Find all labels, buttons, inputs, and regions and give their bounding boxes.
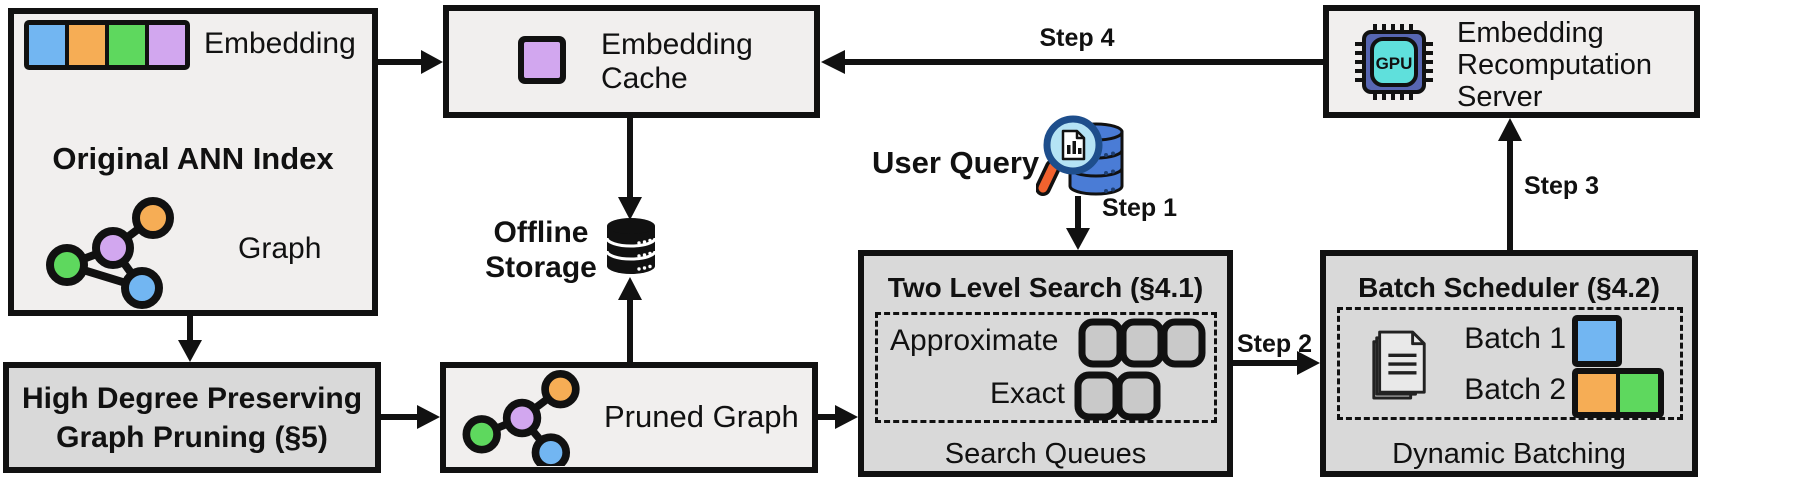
batch1-embedding-icon [1572,315,1622,367]
batch1-label: Batch 1 [1464,322,1566,355]
user-query-label: User Query [872,145,1040,180]
batch2-label: Batch 2 [1464,373,1566,406]
step1-label: Step 1 [1102,194,1178,222]
embedding-cache-label: Embedding Cache [601,28,753,95]
queries-documents-icon [1372,330,1426,400]
dynamic-batching-panel [1337,307,1683,420]
batch-scheduler-box: Batch Scheduler (§4.2) Batch 1 Batch 2 [1320,250,1698,477]
user-query-icon [1036,115,1124,196]
approximate-queue-icon [1078,318,1206,368]
two-level-search-box: Two Level Search (§4.1) Approximate Exac… [858,250,1233,477]
cached-embedding-icon [518,36,566,84]
gpu-label: GPU [1376,54,1413,73]
approximate-label: Approximate [890,324,1059,357]
exact-label: Exact [989,377,1065,410]
ann-index-title: Original ANN Index [52,141,334,176]
step3-label: Step 3 [1524,172,1600,200]
exact-queue-icon [1074,371,1161,421]
batch2-embedding-icon [1572,368,1664,418]
step4-label: Step 4 [1039,24,1115,52]
embedding-cache-box: Embedding Cache [443,5,820,118]
pruned-graph-label: Pruned Graph [604,399,799,434]
graph-icon [46,197,174,309]
batch-scheduler-title: Batch Scheduler (§4.2) [1358,272,1660,303]
embedding-label: Embedding [204,27,356,60]
pruned-graph-icon [462,370,580,466]
graph-pruning-box: High Degree Preserving Graph Pruning (§5… [3,362,381,473]
pruned-graph-box: Pruned Graph [440,362,818,473]
recomputation-server-box: GPU Embedding Recomputation Server [1323,5,1700,118]
embedding-vector-icon [24,20,190,70]
step2-label: Step 2 [1237,330,1313,358]
gpu-chip-icon: GPU [1355,24,1433,100]
original-ann-index-box: Embedding Original ANN Index Graph [8,8,378,316]
recomputation-server-label: Embedding Recomputation Server [1457,17,1653,113]
search-queues-panel [875,312,1217,423]
graph-label: Graph [238,232,322,265]
dynamic-batching-caption: Dynamic Batching [1392,438,1626,470]
offline-storage-label: Offline Storage [485,216,597,285]
two-level-search-title: Two Level Search (§4.1) [887,272,1204,303]
offline-storage-icon [605,218,657,274]
graph-pruning-label: High Degree Preserving Graph Pruning (§5… [21,381,363,454]
search-queues-caption: Search Queues [944,438,1147,470]
